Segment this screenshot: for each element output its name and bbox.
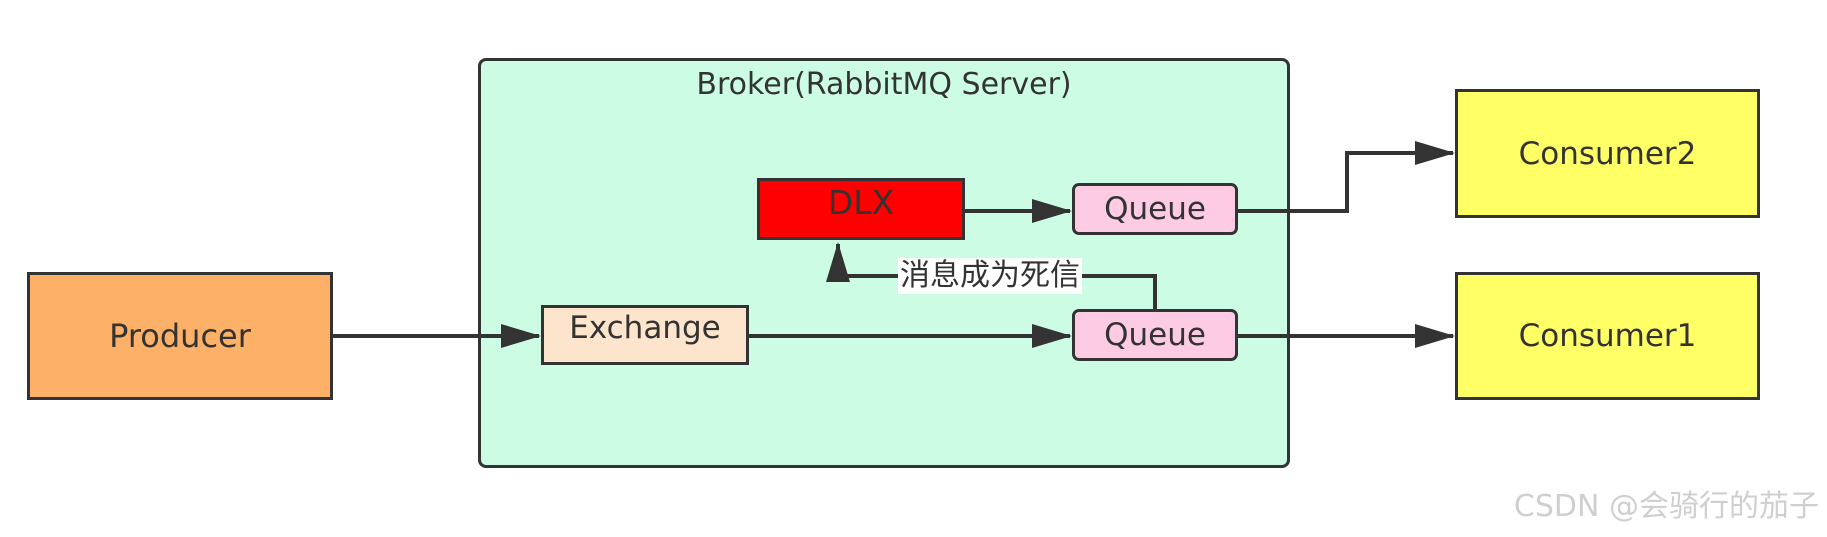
producer-label: Producer [109,317,251,355]
consumer1-node: Consumer1 [1455,272,1760,400]
arrowhead-exchange [501,324,541,348]
broker-title: Broker(RabbitMQ Server) [696,67,1072,102]
arrowhead-dlx [826,242,850,282]
exchange-node: Exchange [541,305,749,365]
arrowhead-consumer1 [1415,324,1455,348]
arrowhead-consumer2 [1415,141,1455,165]
watermark: CSDN @会骑行的茄子 [1513,489,1819,524]
queue-label: Queue [1104,191,1206,227]
exchange-label: Exchange [569,310,721,346]
queue-node-main: Queue [1072,309,1238,361]
consumer2-label: Consumer2 [1518,135,1697,172]
dlx-label: DLX [827,183,895,222]
queue-node-dlx: Queue [1072,183,1238,235]
queue-label: Queue [1104,317,1206,353]
dead-letter-edge-label: 消息成为死信 [898,258,1082,294]
arrow-queue-to-consumer2 [1238,151,1453,213]
arrowhead-queue-top [1032,199,1072,223]
consumer2-node: Consumer2 [1455,89,1760,218]
broker-container: Broker(RabbitMQ Server) [478,58,1290,468]
producer-node: Producer [27,272,333,400]
arrowhead-queue-bottom [1032,324,1072,348]
dlx-node: DLX [757,178,965,240]
consumer1-label: Consumer1 [1518,318,1697,354]
